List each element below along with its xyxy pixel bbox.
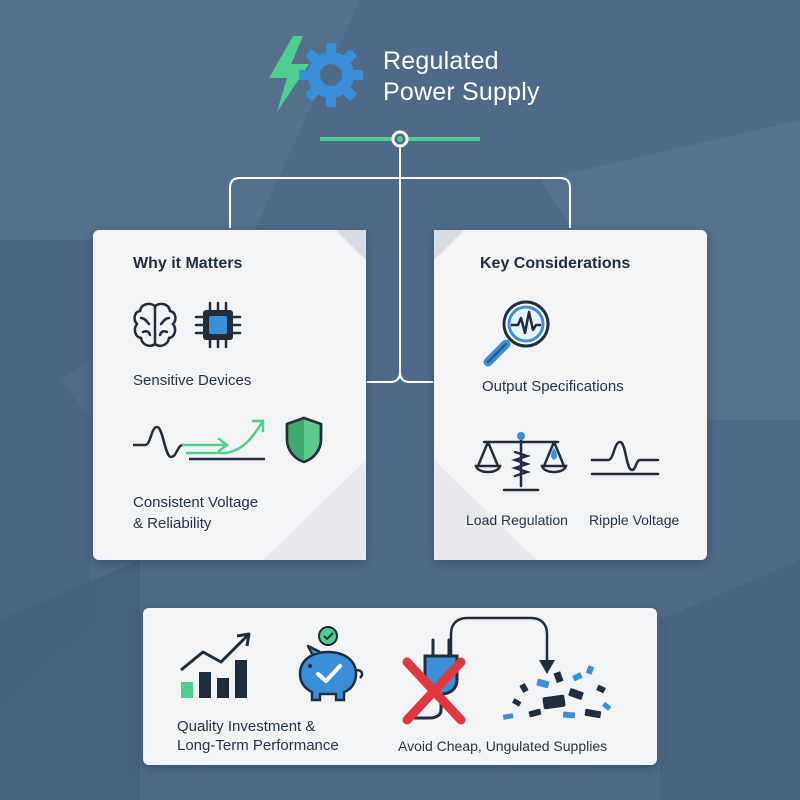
why-it-matters-card: Why it Matters Sensitive Devices [93, 230, 366, 560]
avoid-cheap-supplies-label: Avoid Cheap, Ungulated Supplies [398, 738, 608, 754]
key-considerations-card: Key Considerations Output Specifications [434, 230, 707, 560]
card-corner-shade [263, 460, 366, 560]
wave-arrows-icon [133, 419, 265, 461]
bottom-summary-card: Quality Investment & Long-Term Performan… [143, 608, 657, 765]
magnifier-waveform-icon [483, 300, 550, 367]
why-it-matters-title: Why it Matters [133, 255, 243, 272]
broken-parts-icon [502, 665, 612, 720]
ripple-voltage-label: Ripple Voltage [589, 512, 680, 528]
quality-investment-label-1: Quality Investment & [177, 718, 316, 735]
consistent-voltage-label-1: Consistent Voltage [133, 494, 259, 511]
gear-icon [299, 43, 363, 107]
crossed-plug-icon [402, 638, 466, 725]
ripple-wave-icon [590, 440, 660, 476]
load-regulation-label: Load Regulation [466, 512, 568, 528]
brain-icon [133, 302, 177, 347]
title-line-1: Regulated [383, 47, 499, 75]
card-corner-fold [434, 230, 464, 260]
consistent-voltage-label-2: & Reliability [133, 515, 212, 532]
title-line-2: Power Supply [383, 78, 540, 106]
card-corner-shade [434, 460, 537, 560]
piggy-bank-icon [298, 626, 364, 702]
redirect-arrow [449, 616, 555, 674]
shield-icon [285, 416, 323, 464]
microchip-icon [194, 301, 242, 349]
key-considerations-title: Key Considerations [480, 255, 631, 272]
quality-investment-label-2: Long-Term Performance [177, 737, 339, 754]
sensitive-devices-label: Sensitive Devices [133, 372, 252, 389]
card-corner-fold [336, 230, 366, 260]
balance-scale-icon [474, 432, 568, 492]
output-specifications-label: Output Specifications [482, 378, 624, 395]
lightning-bolt-icon [269, 36, 309, 112]
growth-chart-icon [180, 632, 251, 698]
